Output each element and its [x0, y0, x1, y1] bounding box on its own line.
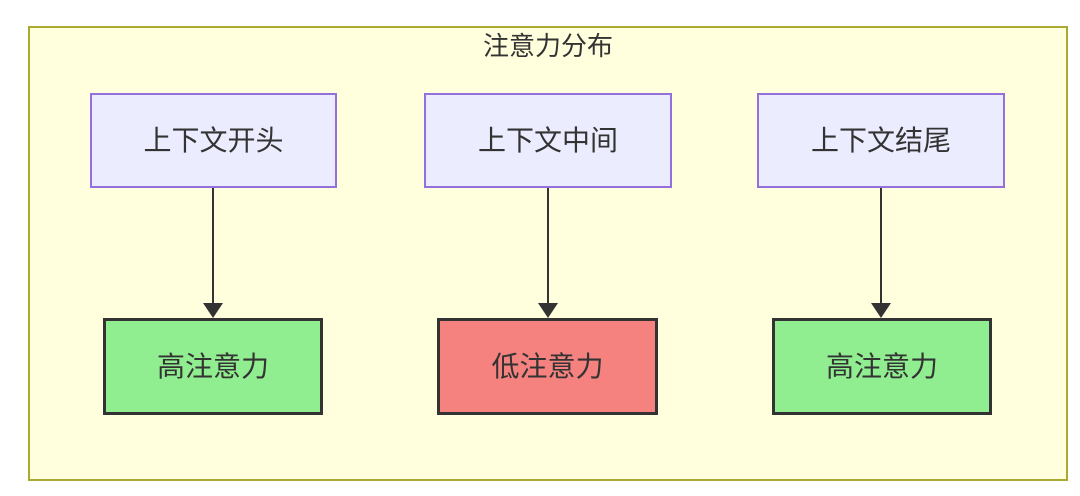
node-context-begin-label: 上下文开头 [143, 123, 284, 157]
node-context-end-label: 上下文结尾 [810, 123, 951, 157]
node-context-end: 上下文结尾 [757, 93, 1005, 188]
node-high-attention-right: 高注意力 [772, 318, 992, 415]
arrow-end-to-high-icon [871, 188, 891, 318]
arrow-middle-to-low-icon [538, 188, 558, 318]
node-high-attention-right-label: 高注意力 [825, 349, 938, 383]
cluster-title: 注意力分布 [482, 32, 613, 62]
node-high-attention-left-label: 高注意力 [156, 349, 269, 383]
node-low-attention-middle-label: 低注意力 [491, 349, 604, 383]
node-low-attention-middle: 低注意力 [437, 318, 658, 415]
arrow-begin-to-high-icon [203, 188, 223, 318]
node-high-attention-left: 高注意力 [103, 318, 323, 415]
node-context-middle: 上下文中间 [424, 93, 672, 188]
node-context-middle-label: 上下文中间 [477, 123, 618, 157]
node-context-begin: 上下文开头 [90, 93, 337, 188]
